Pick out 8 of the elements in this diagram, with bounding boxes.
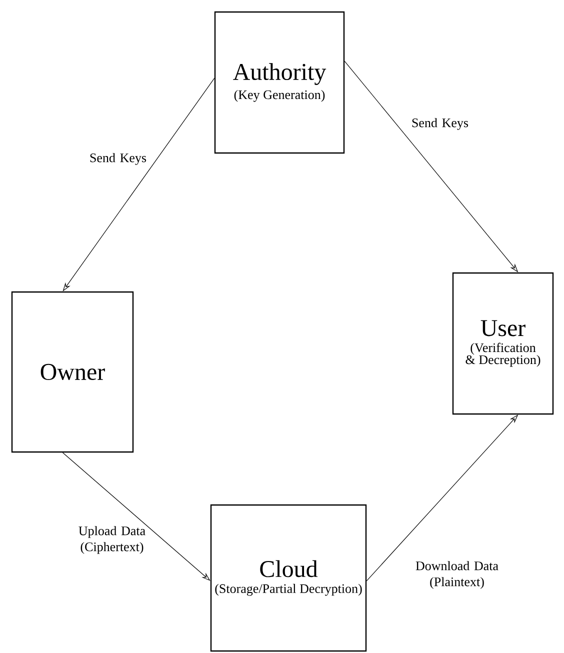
edge-label: Upload Data (Ciphertext) (78, 526, 146, 554)
edge-label: Download Data (Plaintext) (416, 561, 498, 589)
process-box: Owner (11, 291, 134, 453)
edge-label: Send Keys (412, 118, 468, 130)
process-box: Authority (Key Generation) (214, 11, 345, 154)
process-box: Cloud (Storage/Partial Decryption) (210, 504, 367, 652)
process-box: User (Verification & Decreption) (452, 272, 554, 415)
edge-label: Send Keys (90, 153, 146, 165)
